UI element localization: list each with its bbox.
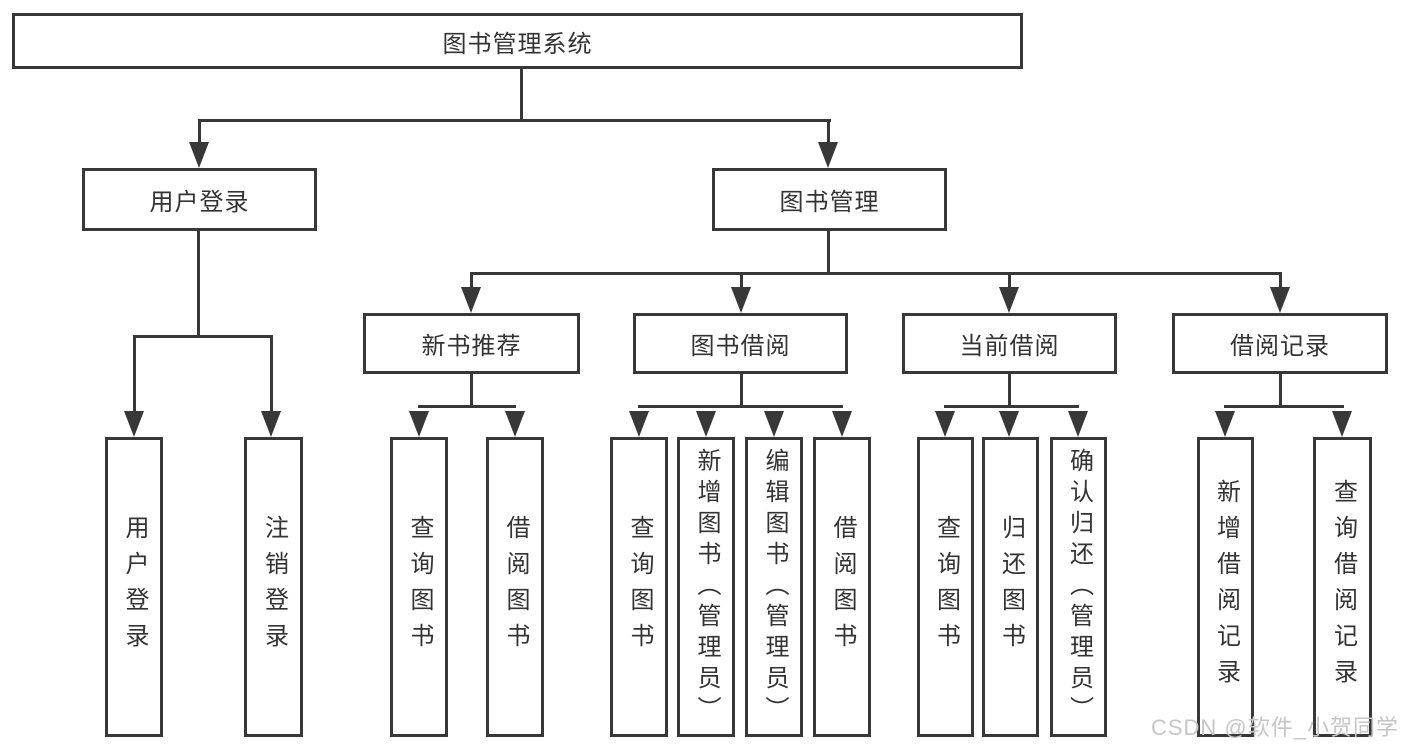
edge-bookmgmt-split [470, 272, 1282, 275]
leaf-add-borrow-record-label: 新增借阅记录 [1212, 479, 1240, 695]
arrowhead-g2-leaf1 [409, 411, 429, 437]
arrowhead-login1 [124, 411, 144, 437]
leaf-query-book-2-label: 查询图书 [626, 515, 653, 659]
edge-current-split [944, 405, 1079, 408]
node-root-label: 图书管理系统 [442, 30, 593, 58]
leaf-add-book-admin: 新增图书（管理员） [677, 437, 735, 737]
leaf-return-book-label: 归还图书 [997, 515, 1025, 659]
node-borrow-records: 借阅记录 [1172, 313, 1388, 374]
arrowhead-records [1270, 287, 1290, 313]
node-user-login: 用户登录 [82, 168, 317, 231]
leaf-query-book-3: 查询图书 [917, 437, 974, 737]
arrowhead-login [189, 142, 209, 168]
csdn-watermark: CSDN @软件_小贺同学 [1150, 715, 1399, 740]
edge-borrow-split [638, 405, 843, 408]
edge-newbook-split [418, 405, 516, 408]
leaf-query-borrow-record: 查询借阅记录 [1313, 437, 1372, 737]
edge-login-stem [197, 231, 200, 338]
edge-login-split [133, 335, 273, 338]
node-book-borrow-label: 图书借阅 [690, 333, 791, 360]
leaf-confirm-return-admin-label: 确认归还（管理员） [1065, 447, 1093, 727]
leaf-logout: 注销登录 [244, 437, 303, 737]
edge-arrow-bookmgmt-line [827, 119, 830, 147]
leaf-query-book-2: 查询图书 [610, 437, 668, 737]
node-user-login-label: 用户登录 [149, 189, 250, 216]
edge-root-stem [520, 69, 523, 122]
node-current-borrow: 当前借阅 [902, 313, 1117, 374]
edge-records-split [1224, 405, 1344, 408]
leaf-borrow-book-2: 借阅图书 [813, 437, 871, 737]
leaf-query-book-1: 查询图书 [390, 437, 448, 737]
arrowhead-g3-leaf3 [764, 411, 784, 437]
leaf-borrow-book-1-label: 借阅图书 [502, 515, 529, 659]
arrowhead-g4-leaf1 [935, 411, 955, 437]
edge-arrow-l3c-line [1008, 272, 1011, 290]
node-root-system: 图书管理系统 [12, 13, 1023, 69]
leaf-borrow-book-1: 借阅图书 [486, 437, 544, 737]
edge-root-split [198, 119, 831, 122]
node-current-borrow-label: 当前借阅 [959, 333, 1060, 360]
arrowhead-borrow [731, 287, 751, 313]
arrowhead-g4-leaf2 [999, 411, 1019, 437]
leaf-confirm-return-admin: 确认归还（管理员） [1050, 437, 1107, 737]
arrowhead-bookmgmt [818, 142, 838, 168]
leaf-edit-book-admin-label: 编辑图书（管理员） [761, 447, 788, 727]
leaf-query-book-3-label: 查询图书 [932, 515, 960, 659]
edge-arrow-l3d-line [1279, 272, 1282, 290]
edge-arrow-login2-line [270, 335, 273, 415]
node-book-borrow: 图书借阅 [633, 313, 848, 374]
leaf-borrow-book-2-label: 借阅图书 [829, 515, 856, 659]
leaf-edit-book-admin: 编辑图书（管理员） [745, 437, 803, 737]
arrowhead-g3-leaf1 [629, 411, 649, 437]
arrowhead-newbook [461, 287, 481, 313]
arrowhead-g5-leaf2 [1332, 411, 1352, 437]
arrowhead-g5-leaf1 [1215, 411, 1235, 437]
leaf-add-book-admin-label: 新增图书（管理员） [693, 447, 720, 727]
arrowhead-current [999, 287, 1019, 313]
leaf-query-borrow-record-label: 查询借阅记录 [1329, 479, 1357, 695]
leaf-query-book-1-label: 查询图书 [406, 515, 433, 659]
edge-arrow-login1-line [133, 335, 136, 415]
leaf-user-login: 用户登录 [105, 437, 163, 737]
leaf-logout-label: 注销登录 [260, 515, 288, 659]
arrowhead-g2-leaf2 [505, 411, 525, 437]
arrowhead-login2 [261, 411, 281, 437]
node-borrow-records-label: 借阅记录 [1230, 333, 1330, 360]
leaf-return-book: 归还图书 [982, 437, 1039, 737]
leaf-user-login-label: 用户登录 [121, 515, 148, 659]
node-book-management-label: 图书管理 [779, 189, 880, 216]
arrowhead-g3-leaf2 [696, 411, 716, 437]
leaf-add-borrow-record: 新增借阅记录 [1197, 437, 1254, 737]
edge-arrow-login-line [198, 119, 201, 147]
edge-borrow-stem [740, 374, 743, 408]
edge-arrow-l3a-line [470, 272, 473, 290]
arrowhead-g3-leaf4 [832, 411, 852, 437]
edge-newbook-stem [470, 374, 473, 408]
edge-bookmgmt-stem [827, 231, 830, 275]
node-new-book-recommend: 新书推荐 [363, 313, 580, 374]
node-book-management: 图书管理 [712, 168, 947, 231]
edge-current-stem [1008, 374, 1011, 408]
edge-records-stem [1279, 374, 1282, 408]
edge-arrow-l3b-line [740, 272, 743, 290]
node-new-book-recommend-label: 新书推荐 [421, 333, 522, 360]
arrowhead-g4-leaf3 [1068, 411, 1088, 437]
